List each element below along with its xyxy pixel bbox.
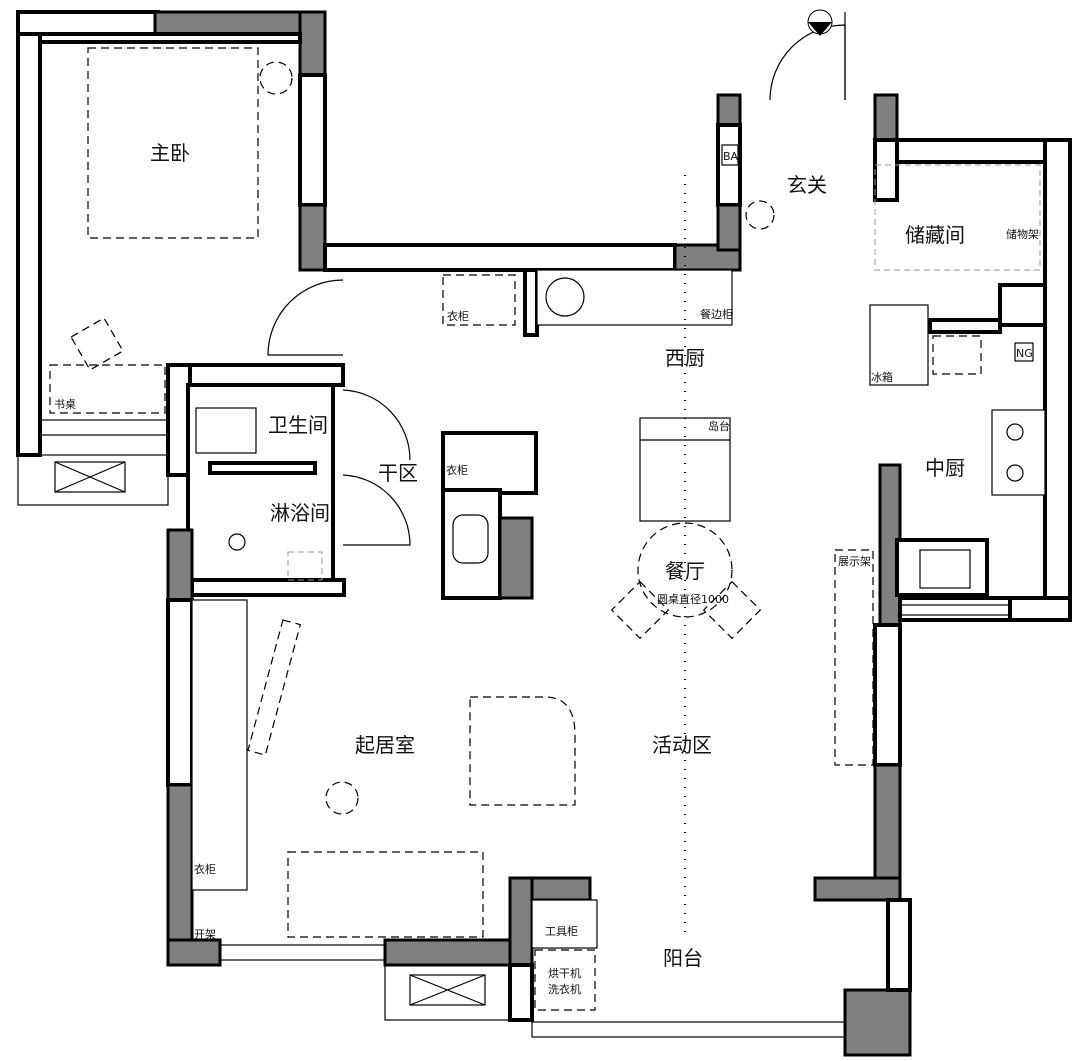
label-entrance: 玄关	[787, 173, 827, 197]
room-labels: 主卧 书桌 卫生间 淋浴间 干区 衣柜 衣柜 衣柜 餐边柜 西厨 岛台 餐厅 圆…	[54, 141, 1039, 996]
label-wardrobe-top: 衣柜	[447, 309, 469, 323]
label-sideboard: 餐边柜	[700, 307, 733, 321]
label-activity-area: 活动区	[652, 733, 712, 757]
label-island: 岛台	[708, 419, 730, 433]
label-display-shelf: 展示架	[838, 555, 871, 568]
label-fridge: 冰箱	[871, 370, 893, 384]
label-dry-area: 干区	[378, 461, 418, 485]
label-wardrobe-left: 衣柜	[194, 862, 216, 876]
label-chinese-kitchen: 中厨	[925, 456, 965, 480]
label-desk: 书桌	[54, 398, 76, 411]
label-western-kitchen: 西厨	[665, 346, 705, 370]
label-storage-shelf: 储物架	[1006, 227, 1039, 241]
label-shower: 淋浴间	[270, 501, 330, 525]
label-dining: 餐厅	[665, 559, 705, 583]
label-living-room: 起居室	[355, 733, 415, 757]
label-ba: BA	[723, 150, 739, 163]
label-master-bedroom: 主卧	[150, 141, 190, 165]
label-open-shelf: 开架	[194, 928, 216, 941]
label-storage: 储藏间	[905, 223, 965, 247]
walls	[16, 10, 1072, 1057]
label-ng: NG	[1016, 347, 1033, 360]
label-dryer: 烘干机	[548, 966, 581, 980]
doors	[267, 9, 846, 546]
label-washer: 洗衣机	[548, 982, 581, 996]
label-balcony: 阳台	[663, 946, 703, 970]
furniture	[49, 47, 1047, 1011]
label-wardrobe-mid: 衣柜	[446, 463, 468, 477]
label-tool-cabinet: 工具柜	[545, 925, 578, 938]
windows	[17, 419, 1011, 1038]
label-toilet: 卫生间	[268, 413, 328, 437]
label-round-table: 圆桌直径1000	[657, 592, 729, 606]
